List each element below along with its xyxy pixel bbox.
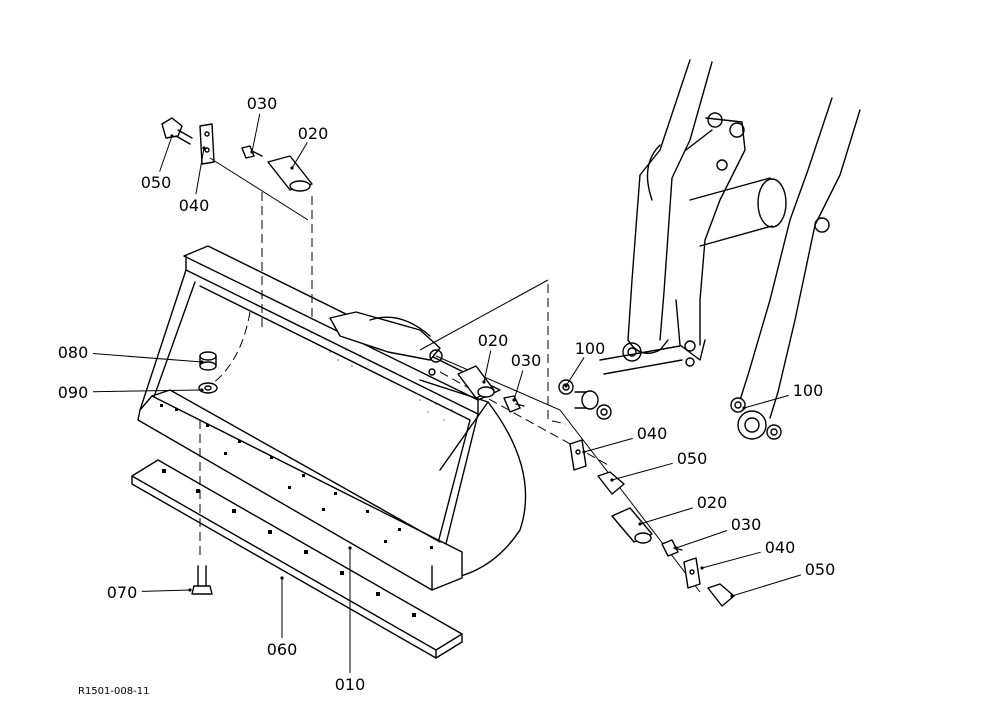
leader-line <box>513 370 524 401</box>
callout-020: 020 <box>290 124 328 170</box>
callout-100: 100 <box>742 381 823 410</box>
leader-line <box>251 113 261 153</box>
callout-030: 030 <box>247 94 278 154</box>
leader-line <box>92 389 203 393</box>
lock-plate-040-mid <box>569 439 587 471</box>
callout-060: 060 <box>267 576 298 659</box>
grease-nipple-030-low <box>661 539 683 557</box>
callout-label: 020 <box>478 331 509 350</box>
callout-label: 090 <box>58 383 89 402</box>
leader-tip <box>582 450 586 454</box>
callout-100: 100 <box>564 339 605 388</box>
leader-line <box>639 507 694 525</box>
callout-050: 050 <box>730 560 835 598</box>
bolt-050-mid <box>597 471 625 495</box>
leader-tip <box>742 406 746 410</box>
bolt-070 <box>191 420 213 595</box>
callout-050: 050 <box>610 449 707 482</box>
leader-line <box>743 394 789 409</box>
lock-plate-040-low <box>683 557 701 589</box>
callout-label: 040 <box>637 424 668 443</box>
callout-030: 030 <box>511 351 542 402</box>
pin-020-low <box>611 507 653 544</box>
rail-stipple <box>329 349 453 421</box>
leader-tip <box>674 546 678 550</box>
callout-label: 010 <box>335 675 366 694</box>
callout-label: 100 <box>575 339 606 358</box>
drawing-code: R1501-008-11 <box>78 686 149 697</box>
leader-tip <box>638 522 642 526</box>
nut-080 <box>199 351 217 371</box>
leader-line <box>92 353 203 363</box>
cutting-edge-060 <box>131 459 463 659</box>
callout-label: 020 <box>298 124 329 143</box>
leader-tip <box>610 478 614 482</box>
leader-tip <box>564 384 568 388</box>
leader-tip <box>700 566 704 570</box>
callout-040: 040 <box>582 424 667 454</box>
leader-line <box>195 147 205 195</box>
callout-label: 020 <box>697 493 728 512</box>
callout-090: 090 <box>58 383 204 402</box>
leader-line <box>701 551 761 569</box>
leader-line <box>675 530 728 549</box>
callout-010: 010 <box>335 546 366 694</box>
leader-tip <box>170 134 174 138</box>
leader-tip <box>348 546 352 550</box>
bushing-set-100 <box>558 379 782 440</box>
leader-line <box>731 574 802 597</box>
leader-tip <box>280 576 284 580</box>
grease-nipple-030-mid <box>503 395 525 413</box>
callout-label: 050 <box>677 449 708 468</box>
callout-label: 100 <box>793 381 824 400</box>
leader-line <box>565 357 585 387</box>
leader-line <box>141 589 191 592</box>
edge-bolt-holes <box>162 469 416 617</box>
callout-label: 050 <box>141 173 172 192</box>
callout-labels: 0300200500400800900200301001000400500200… <box>58 94 836 694</box>
leader-tip <box>730 594 734 598</box>
bucket-010 <box>137 245 527 591</box>
callout-040: 040 <box>700 538 795 570</box>
callout-label: 030 <box>731 515 762 534</box>
leader-tip <box>512 398 516 402</box>
leader-line <box>583 437 633 453</box>
callout-label: 070 <box>107 583 138 602</box>
bolt-050-top <box>161 117 193 145</box>
leader-line <box>483 350 492 383</box>
callout-080: 080 <box>58 343 204 364</box>
leader-line <box>159 135 173 172</box>
callout-label: 050 <box>805 560 836 579</box>
callout-030: 030 <box>674 515 761 550</box>
bolt-050-low <box>707 583 735 607</box>
leader-line <box>291 142 308 169</box>
floor-bolt-holes <box>160 404 433 549</box>
leader-tip <box>250 150 254 154</box>
leader-line <box>611 462 673 481</box>
leader-tip <box>200 388 204 392</box>
callout-label: 040 <box>179 196 210 215</box>
callout-label: 080 <box>58 343 89 362</box>
callout-050: 050 <box>141 134 174 192</box>
loader-arm-assembly <box>599 59 861 440</box>
callout-020: 020 <box>638 493 727 526</box>
pin-020-mid <box>457 365 495 399</box>
callout-label: 040 <box>765 538 796 557</box>
callout-label: 060 <box>267 640 298 659</box>
callout-020: 020 <box>478 331 509 384</box>
lock-plate-040-top <box>199 123 215 165</box>
grease-nipple-030-top <box>241 145 263 159</box>
callout-label: 030 <box>247 94 278 113</box>
pin-020-top <box>267 155 313 192</box>
leader-tip <box>202 146 206 150</box>
callout-040: 040 <box>179 146 210 215</box>
leader-tip <box>200 360 204 364</box>
leader-tip <box>482 380 486 384</box>
callout-070: 070 <box>107 583 192 602</box>
leader-tip <box>290 166 294 170</box>
callout-label: 030 <box>511 351 542 370</box>
leader-tip <box>188 588 192 592</box>
